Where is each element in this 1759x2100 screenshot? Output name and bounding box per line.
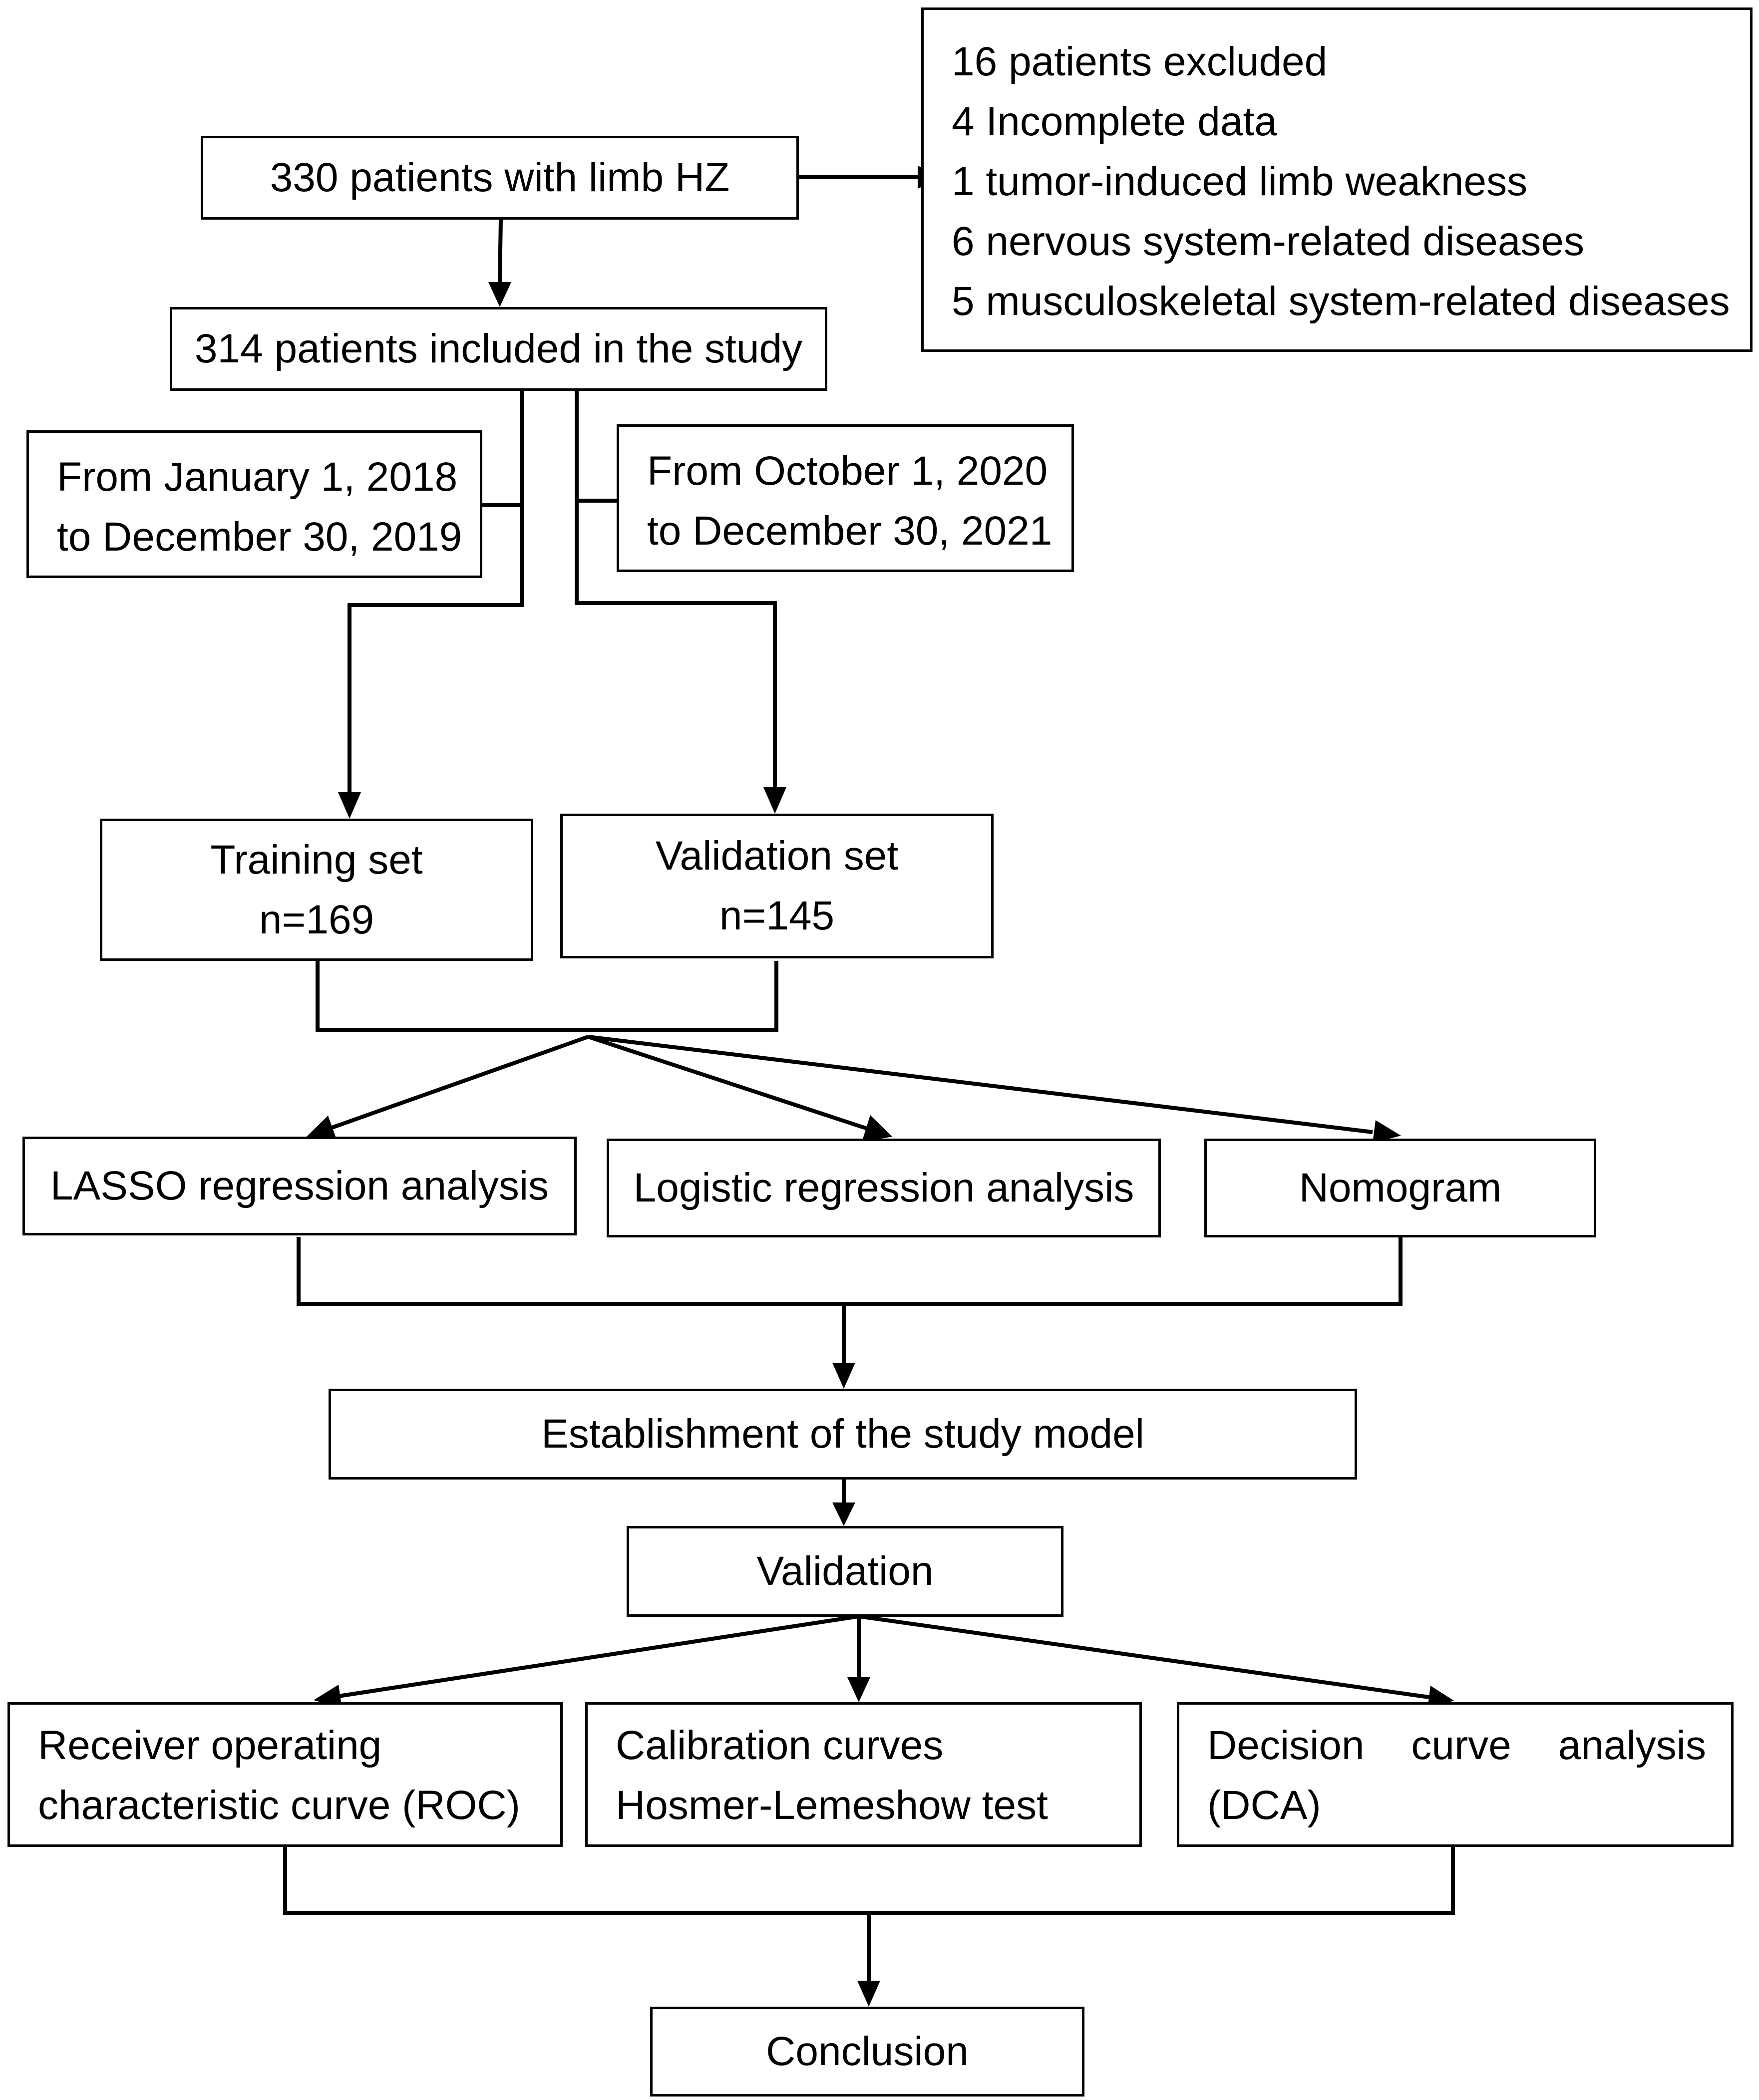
arrow-to-validation-set (575, 389, 777, 787)
training-period-line2: to December 30, 2019 (57, 514, 462, 560)
validation-set-box: Validation set n=145 (560, 814, 994, 958)
start-box: 330 patients with limb HZ (201, 136, 799, 220)
validation-set-n: n=145 (719, 893, 835, 938)
calibration-box: Calibration curves Hosmer-Lemeshow test (585, 1702, 1142, 1847)
dca-line2: (DCA) (1207, 1783, 1321, 1828)
arrowhead (857, 1981, 880, 2007)
arrowhead (847, 1677, 870, 1702)
roc-box: Receiver operating characteristic curve … (7, 1702, 563, 1847)
calibration-line1: Calibration curves (616, 1723, 944, 1768)
training-period-box: From January 1, 2018 to December 30, 201… (26, 430, 482, 578)
arrowhead (832, 1363, 855, 1389)
nomogram-box: Nomogram (1204, 1139, 1596, 1237)
arrowhead (862, 1115, 892, 1142)
excluded-line: 5 musculoskeletal system-related disease… (952, 279, 1730, 324)
dca-line1: Decision curve analysis (1207, 1723, 1706, 1768)
arrow-to-nomogram (588, 1035, 1373, 1134)
validation-period-line1: From October 1, 2020 (647, 448, 1048, 494)
validation-set-label: Validation set (655, 833, 899, 879)
training-period-line1: From January 1, 2018 (57, 454, 458, 500)
excluded-line: 16 patients excluded (952, 39, 1328, 84)
validation-box: Validation (627, 1526, 1063, 1617)
training-set-box: Training set n=169 (100, 819, 533, 961)
arrow-to-roc (338, 1614, 859, 1698)
lasso-box: LASSO regression analysis (22, 1137, 577, 1235)
validation-label: Validation (756, 1548, 934, 1594)
excluded-line: 6 nervous system-related diseases (952, 219, 1585, 264)
included-box: 314 patients included in the study (170, 307, 827, 391)
excluded-line: 1 tumor-induced limb weakness (952, 159, 1528, 204)
bracket-methods (297, 1237, 1403, 1306)
included-label: 314 patients included in the study (194, 326, 803, 371)
logistic-label: Logistic regression analysis (633, 1165, 1134, 1210)
dca-box: Decision curve analysis (DCA) (1177, 1702, 1734, 1847)
arrow-to-logistic (587, 1035, 868, 1131)
training-set-label: Training set (210, 837, 423, 883)
arrow-to-included (498, 219, 503, 283)
lasso-label: LASSO regression analysis (50, 1163, 549, 1208)
validation-period-line2: to December 30, 2021 (647, 508, 1053, 554)
conclusion-box: Conclusion (650, 2007, 1084, 2097)
model-label: Establishment of the study model (541, 1411, 1144, 1457)
start-label: 330 patients with limb HZ (270, 155, 730, 200)
arrowhead (1373, 1120, 1401, 1143)
arrowhead (763, 787, 786, 814)
arrowhead (307, 1116, 338, 1142)
arrowhead (488, 282, 511, 307)
roc-line2: characteristic curve (ROC) (38, 1783, 520, 1828)
excluded-box: 16 patients excluded 4 Incomplete data 1… (921, 7, 1753, 352)
model-box: Establishment of the study model (329, 1389, 1357, 1480)
calibration-line2: Hosmer-Lemeshow test (616, 1783, 1048, 1828)
nomogram-label: Nomogram (1299, 1165, 1502, 1210)
roc-line1: Receiver operating (38, 1723, 382, 1768)
bracket-sets (316, 961, 778, 1032)
conclusion-label: Conclusion (766, 2029, 969, 2074)
excluded-line: 4 Incomplete data (952, 99, 1277, 144)
arrowhead (338, 792, 361, 819)
arrow-to-dca (858, 1614, 1429, 1699)
bracket-evaluations (283, 1845, 1455, 1915)
validation-period-box: From October 1, 2020 to December 30, 202… (617, 424, 1074, 572)
arrow-to-lasso (330, 1035, 589, 1130)
training-set-n: n=169 (259, 897, 374, 942)
logistic-box: Logistic regression analysis (607, 1139, 1161, 1237)
arrow-to-training-set (348, 389, 524, 792)
arrowhead (832, 1502, 855, 1526)
